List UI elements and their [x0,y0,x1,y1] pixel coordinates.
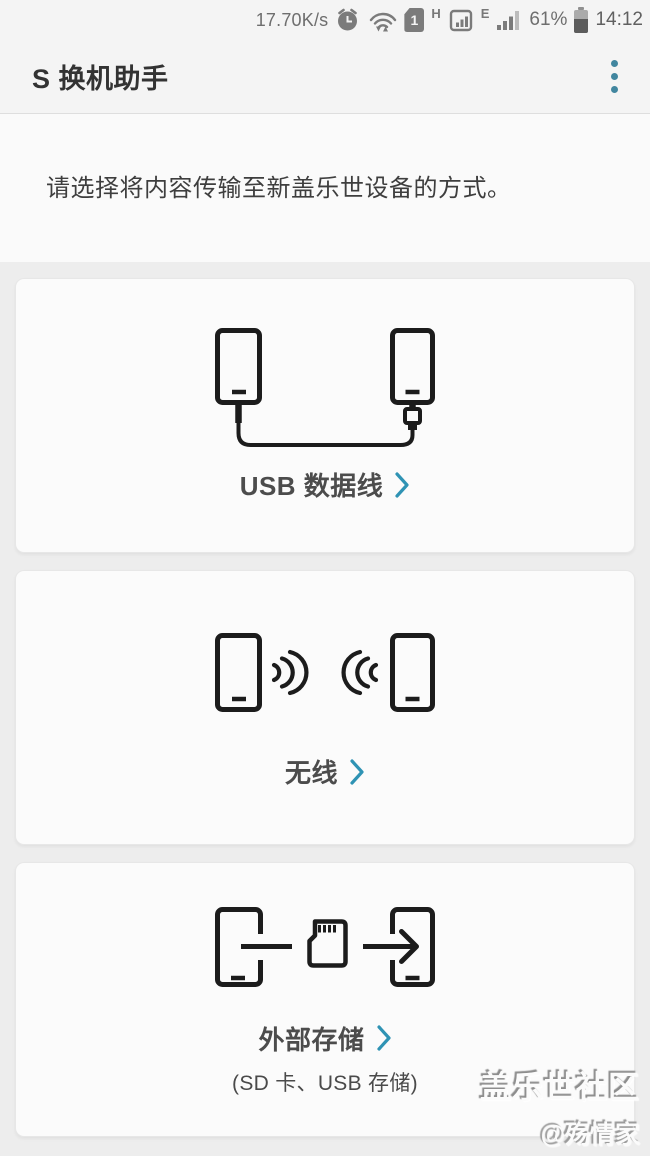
page-title: S 换机助手 [32,64,169,94]
sim-slot-number: 1 [410,12,419,28]
app-bar: S 换机助手 [0,40,650,113]
network-type-h-label: H [431,6,441,21]
intro-section: 请选择将内容传输至新盖乐世设备的方式。 [0,113,650,262]
chevron-right-icon [376,1025,391,1051]
option-card-wireless[interactable]: 无线 [15,570,635,845]
option-label-usb-cable: USB 数据线 [239,471,384,501]
intro-message: 请选择将内容传输至新盖乐世设备的方式。 [46,175,512,202]
transfer-options-list: USB 数据线 [0,262,650,1137]
wireless-phones-icon [215,633,435,712]
mobile-data-box-icon [449,9,472,32]
option-label-wireless: 无线 [284,758,338,788]
external-storage-phones-icon [215,906,435,987]
chevron-right-icon [350,758,364,785]
status-bar: 17.70K/s 1 H E 61% 14:12 [0,0,650,40]
chevron-right-icon [395,471,409,498]
network-type-e-label: E [480,6,490,21]
wifi-activity-icon [370,12,397,32]
network-speed-text: 17.70K/s [255,9,329,30]
option-card-usb-cable[interactable]: USB 数据线 [15,278,635,553]
signal-strength-icon [497,11,520,30]
usb-cable-phones-icon [215,328,435,447]
sim-card-icon: 1 [404,8,425,32]
battery-percent-text: 61% [529,9,568,30]
option-card-external-storage[interactable]: 外部存储 (SD 卡、USB 存储) [15,862,635,1137]
more-options-button[interactable] [592,51,636,103]
more-options-dots-icon [610,60,618,67]
option-sublabel-external-storage: (SD 卡、USB 存储) [232,1071,418,1095]
clock-text: 14:12 [595,9,643,30]
battery-icon [574,7,589,33]
alarm-clock-icon [338,8,358,31]
option-label-external-storage: 外部存储 [258,1024,365,1055]
